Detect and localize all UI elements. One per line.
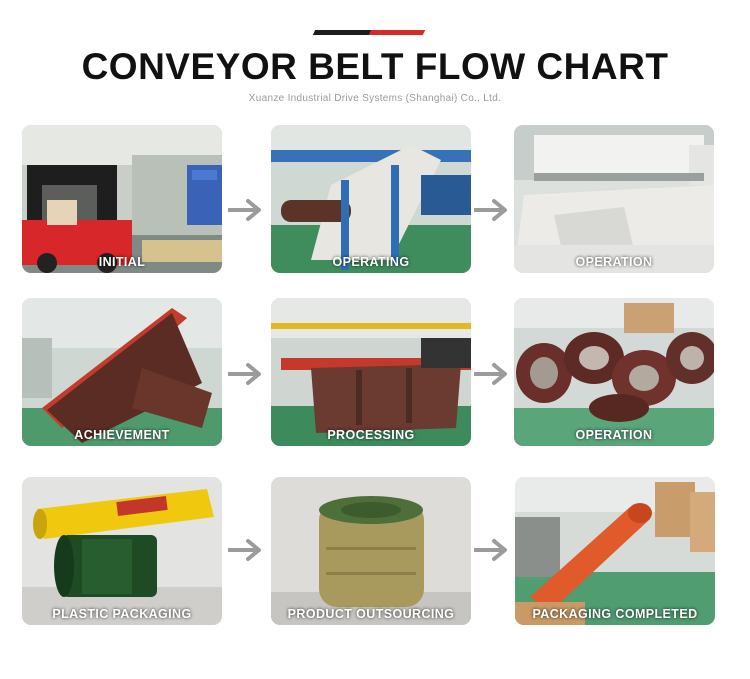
belt-processing-line-photo — [271, 298, 471, 446]
wrapped-belt-package-photo — [271, 477, 471, 625]
step-label: INITIAL — [98, 255, 146, 269]
arrow-right-icon — [228, 362, 264, 386]
step-tile-packaging-completed: PACKAGING COMPLETED — [515, 477, 715, 625]
accent-bar-dark — [312, 30, 374, 35]
step-tile-plastic-packaging: PLASTIC PACKAGING — [22, 477, 222, 625]
step-tile-operation: OPERATION — [514, 125, 714, 273]
company-subtitle: Xuanze Industrial Drive Systems (Shangha… — [248, 93, 502, 104]
belt-pressing-machine-photo — [514, 125, 714, 273]
arrow-right-icon — [228, 198, 264, 222]
accent-bar-red — [368, 30, 426, 35]
arrow-right-icon — [474, 362, 510, 386]
step-tile-product-outsourcing: PRODUCT OUTSOURCING — [271, 477, 471, 625]
arrow-right-icon — [228, 538, 264, 562]
packaged-belt-roll-photo — [515, 477, 715, 625]
step-tile-processing: PROCESSING — [271, 298, 471, 446]
step-label: OPERATION — [575, 428, 653, 442]
forklift-warehouse-photo — [22, 125, 222, 273]
plastic-wrap-roll-photo — [22, 477, 222, 625]
step-label: ACHIEVEMENT — [74, 428, 170, 442]
step-tile-initial: INITIAL — [22, 125, 222, 273]
step-label: PLASTIC PACKAGING — [52, 607, 192, 621]
step-label: OPERATING — [332, 255, 410, 269]
long-belt-workbench-photo — [22, 298, 222, 446]
step-label: PROCESSING — [327, 428, 415, 442]
step-label: PRODUCT OUTSOURCING — [287, 607, 455, 621]
belt-cutting-machine-photo — [271, 125, 471, 273]
step-label: OPERATION — [575, 255, 653, 269]
step-tile-operating: OPERATING — [271, 125, 471, 273]
step-tile-operation-2: OPERATION — [514, 298, 714, 446]
header-accent-bar — [312, 30, 426, 35]
arrow-right-icon — [474, 198, 510, 222]
sanding-belt-loops-photo — [514, 298, 714, 446]
arrow-right-icon — [474, 538, 510, 562]
step-tile-achievement: ACHIEVEMENT — [22, 298, 222, 446]
page-title: CONVEYOR BELT FLOW CHART — [81, 46, 669, 87]
step-label: PACKAGING COMPLETED — [532, 607, 698, 621]
